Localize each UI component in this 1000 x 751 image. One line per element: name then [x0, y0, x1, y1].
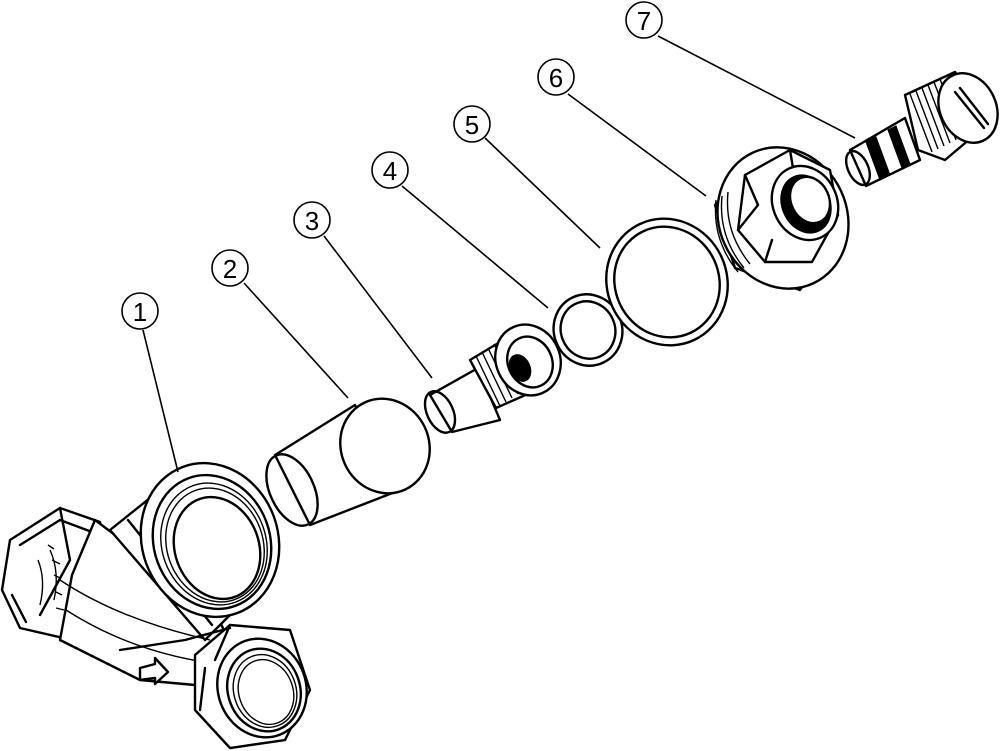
flow-arrow-icon: [138, 656, 170, 686]
leader-line-6: [567, 93, 707, 197]
leader-line-3: [323, 235, 433, 379]
right-hex-end: [193, 623, 312, 750]
callout-7: 7: [625, 1, 663, 39]
small-gasket: [552, 293, 624, 367]
callout-number: 4: [383, 156, 397, 186]
callout-number: 7: [637, 6, 651, 36]
callout-number: 3: [305, 206, 319, 236]
filter-screen: [265, 397, 431, 527]
callout-4: 4: [371, 151, 409, 189]
body-opening: [139, 461, 281, 619]
leader-line-5: [484, 137, 601, 249]
strainer-body: [0, 461, 312, 750]
callout-number: 1: [133, 297, 147, 327]
callout-number: 2: [223, 254, 237, 284]
leader-line-7: [657, 35, 856, 139]
callout-1: 1: [121, 292, 159, 330]
callout-6: 6: [537, 58, 575, 96]
callout-number: 6: [549, 63, 563, 93]
leader-line-2: [243, 282, 349, 399]
callout-5: 5: [453, 105, 491, 143]
large-gasket: [605, 217, 729, 347]
leader-line-1: [142, 329, 179, 473]
callout-2: 2: [211, 249, 249, 287]
hex-cap: [713, 146, 850, 292]
callout-3: 3: [293, 201, 331, 239]
leader-line-4: [401, 185, 549, 309]
drain-plug: [844, 70, 999, 188]
inner-sleeve: [423, 323, 562, 434]
callout-number: 5: [465, 110, 479, 140]
